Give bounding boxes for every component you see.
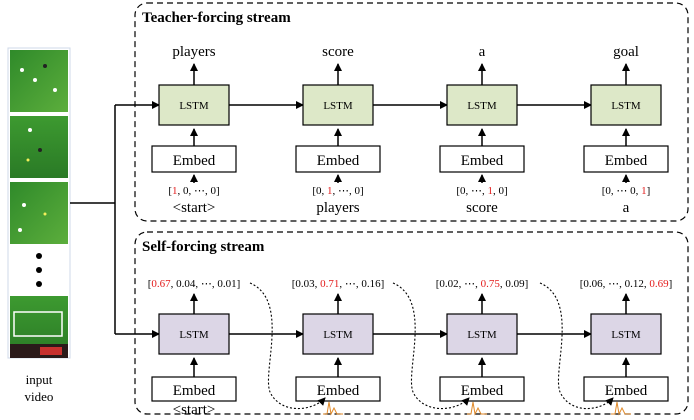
feedback-curves — [249, 282, 614, 410]
probability-vector: [0.02, ⋯, 0.75, 0.09] — [436, 278, 529, 290]
teacher-cell-1: players LSTM Embed [1, 0, ⋯, 0] <start> — [151, 44, 237, 216]
teacher-lstm-block — [446, 84, 518, 126]
self-lstm-block — [158, 313, 230, 355]
teacher-cell-3: a LSTM Embed [0, ⋯, 1, 0] score — [439, 44, 525, 216]
self-lstm-block — [590, 313, 662, 355]
self-embed-block — [583, 376, 669, 402]
teacher-lstm-block — [590, 84, 662, 126]
ellipsis-dot-2 — [36, 267, 42, 273]
teacher-output-word: goal — [613, 44, 639, 60]
ellipsis-dot-3 — [36, 281, 42, 287]
teacher-embed-block — [439, 145, 525, 173]
video-frame-last — [10, 296, 68, 358]
video-feed-connectors — [70, 101, 160, 338]
embed-label: Embed — [605, 153, 648, 169]
video-frame-2 — [10, 116, 68, 178]
teacher-output-word: score — [322, 44, 354, 60]
lstm-label: LSTM — [323, 100, 353, 112]
teacher-output-word: players — [172, 44, 215, 60]
teacher-input-word: players — [316, 200, 359, 216]
input-label-line1: input — [26, 372, 53, 387]
lstm-label: LSTM — [467, 100, 497, 112]
lstm-label: LSTM — [611, 100, 641, 112]
teacher-cell-4: goal LSTM Embed [0, ⋯ 0, 1] a — [583, 44, 669, 216]
self-cell-3: [0.02, ⋯, 0.75, 0.09] LSTM Embed — [436, 278, 529, 402]
self-lstm-block — [302, 313, 374, 355]
teacher-output-word: a — [479, 44, 486, 60]
self-embed-block — [439, 376, 525, 402]
self-embed-block — [295, 376, 381, 402]
input-video-strip — [7, 47, 71, 359]
self-cell-1: [0.67, 0.04, ⋯, 0.01] LSTM Embed <start> — [148, 278, 241, 418]
self-lstm-block — [446, 313, 518, 355]
embed-label: Embed — [317, 153, 360, 169]
embed-label: Embed — [173, 153, 216, 169]
one-hot-vector: [0, 1, ⋯, 0] — [312, 185, 363, 197]
one-hot-vector: [0, ⋯ 0, 1] — [602, 185, 651, 197]
teacher-embed-block — [295, 145, 381, 173]
teacher-stream-box — [134, 2, 689, 222]
input-label-line2: video — [25, 389, 54, 404]
ellipsis-dot-1 — [36, 253, 42, 259]
self-cell-4: [0.06, ⋯, 0.12, 0.69] LSTM Embed — [580, 278, 673, 402]
teacher-lstm-block — [302, 84, 374, 126]
embed-label: Embed — [605, 383, 648, 399]
self-stream-box — [134, 231, 689, 415]
video-frame-1 — [10, 50, 68, 112]
embed-label: Embed — [461, 153, 504, 169]
one-hot-vector: [1, 0, ⋯, 0] — [168, 185, 219, 197]
teacher-embed-block — [151, 145, 237, 173]
lstm-label: LSTM — [179, 329, 209, 341]
mini-distribution-icons — [323, 401, 631, 416]
embed-label: Embed — [461, 383, 504, 399]
lstm-label: LSTM — [323, 329, 353, 341]
one-hot-vector: [0, ⋯, 1, 0] — [456, 185, 507, 197]
hidden-state-connectors — [229, 101, 592, 338]
probability-vector: [0.67, 0.04, ⋯, 0.01] — [148, 278, 241, 290]
self-input-word: <start> — [173, 402, 216, 418]
video-frame-3 — [10, 182, 68, 244]
teacher-input-word: <start> — [173, 200, 216, 216]
probability-vector: [0.06, ⋯, 0.12, 0.69] — [580, 278, 673, 290]
self-stream-title: Self-forcing stream — [142, 239, 265, 255]
lstm-label: LSTM — [611, 329, 641, 341]
lstm-label: LSTM — [179, 100, 209, 112]
teacher-input-word: a — [623, 200, 630, 216]
teacher-embed-block — [583, 145, 669, 173]
embed-label: Embed — [173, 383, 216, 399]
lstm-label: LSTM — [467, 329, 497, 341]
self-embed-block — [151, 376, 237, 402]
teacher-cell-2: score LSTM Embed [0, 1, ⋯, 0] players — [295, 44, 381, 216]
teacher-stream-title: Teacher-forcing stream — [142, 10, 291, 26]
embed-label: Embed — [317, 383, 360, 399]
teacher-lstm-block — [158, 84, 230, 126]
teacher-input-word: score — [466, 200, 498, 216]
probability-vector: [0.03, 0.71, ⋯, 0.16] — [292, 278, 385, 290]
self-cell-2: [0.03, 0.71, ⋯, 0.16] LSTM Embed — [292, 278, 385, 402]
